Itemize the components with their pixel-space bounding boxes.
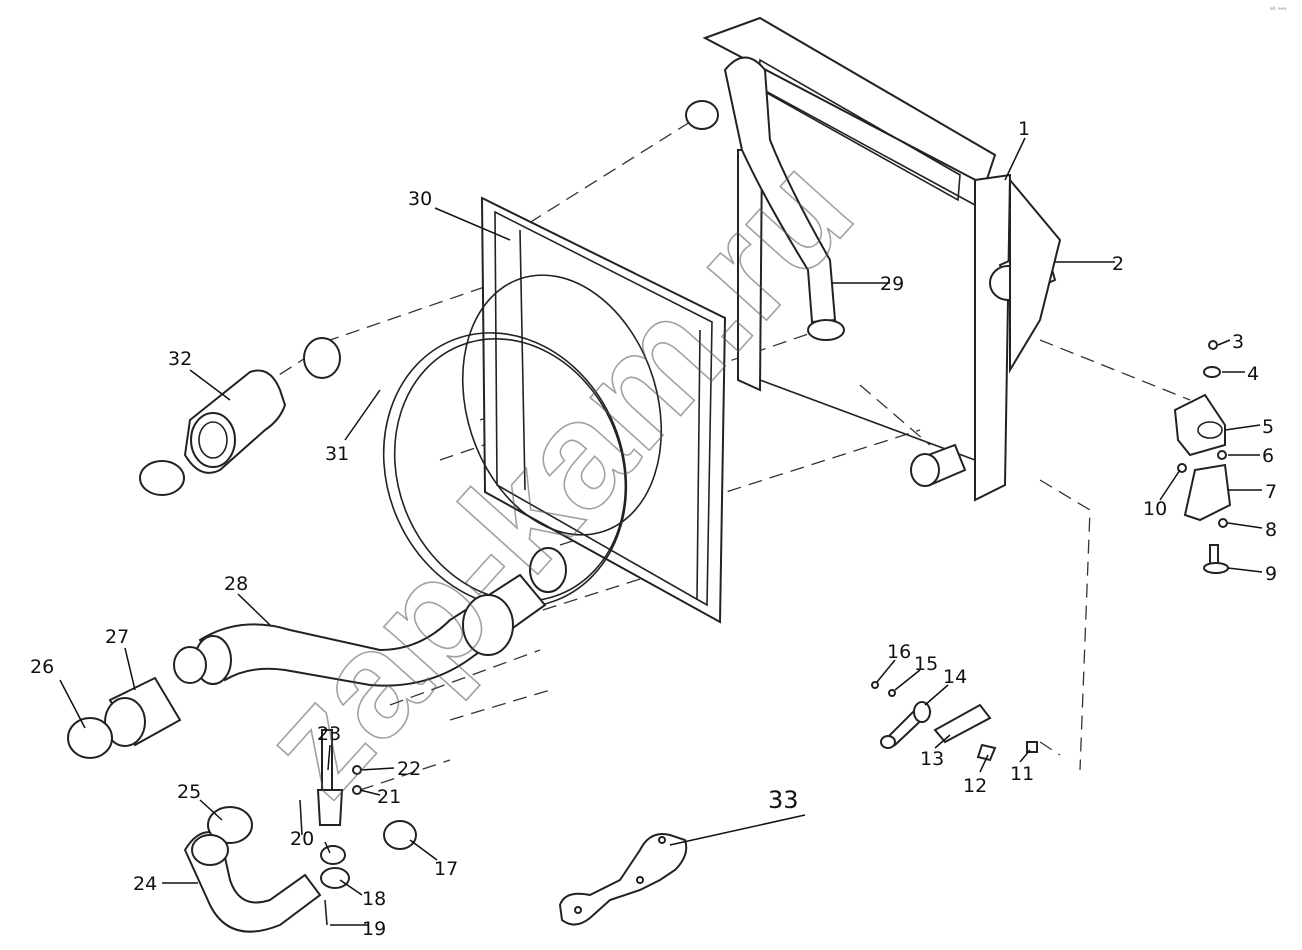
callout-30: 30: [408, 188, 432, 210]
callout-3: 3: [1232, 331, 1244, 353]
callout-33: 33: [768, 786, 799, 814]
fasteners-17-23: [299, 729, 417, 926]
callout-9: 9: [1265, 563, 1277, 585]
callout-12: 12: [963, 775, 987, 797]
hose-32: [139, 337, 341, 496]
callout-22: 22: [397, 758, 421, 780]
callout-29: 29: [880, 273, 904, 295]
callout-19: 19: [362, 918, 386, 940]
callout-20: 20: [290, 828, 314, 850]
callout-26: 26: [30, 656, 54, 678]
callout-25: 25: [177, 781, 201, 803]
corner-mark: ᵃᵇ ᵃᵃᵃ: [1270, 6, 1286, 14]
callout-21: 21: [377, 786, 401, 808]
callout-23: 23: [317, 723, 341, 745]
callout-24: 24: [133, 873, 157, 895]
callout-14: 14: [943, 666, 967, 688]
callout-15: 15: [914, 653, 938, 675]
support-bar-33: [558, 833, 688, 926]
callout-6: 6: [1262, 445, 1274, 467]
callout-5: 5: [1262, 416, 1274, 438]
callout-8: 8: [1265, 519, 1277, 541]
callout-31: 31: [325, 443, 349, 465]
callout-32: 32: [168, 348, 192, 370]
callout-18: 18: [362, 888, 386, 910]
callout-17: 17: [434, 858, 458, 880]
hose-24: [183, 806, 322, 933]
watermark-text: zap-kam.ru: [229, 125, 884, 826]
fasteners-11-16: [871, 681, 1038, 762]
shroud-ring-31: [382, 274, 663, 608]
callout-labels: 1 2 3 4 5 6 7 8 9 10 11 12 13 14 15 16 1…: [30, 118, 1277, 940]
callout-28: 28: [224, 573, 248, 595]
radiator-assembly: [685, 16, 1062, 502]
leader-lines: [59, 137, 1263, 926]
hose-28: [173, 547, 567, 687]
callout-27: 27: [105, 626, 129, 648]
fan-shroud-30: [480, 196, 727, 624]
callout-11: 11: [1010, 763, 1034, 785]
bracket-5-10: [1173, 340, 1232, 574]
callout-2: 2: [1112, 253, 1124, 275]
callout-16: 16: [887, 641, 911, 663]
callout-13: 13: [920, 748, 944, 770]
hose-27-clamp-26: [67, 676, 182, 759]
callout-7: 7: [1265, 481, 1277, 503]
callout-10: 10: [1143, 498, 1167, 520]
callout-4: 4: [1247, 363, 1259, 385]
callout-1: 1: [1018, 118, 1030, 140]
